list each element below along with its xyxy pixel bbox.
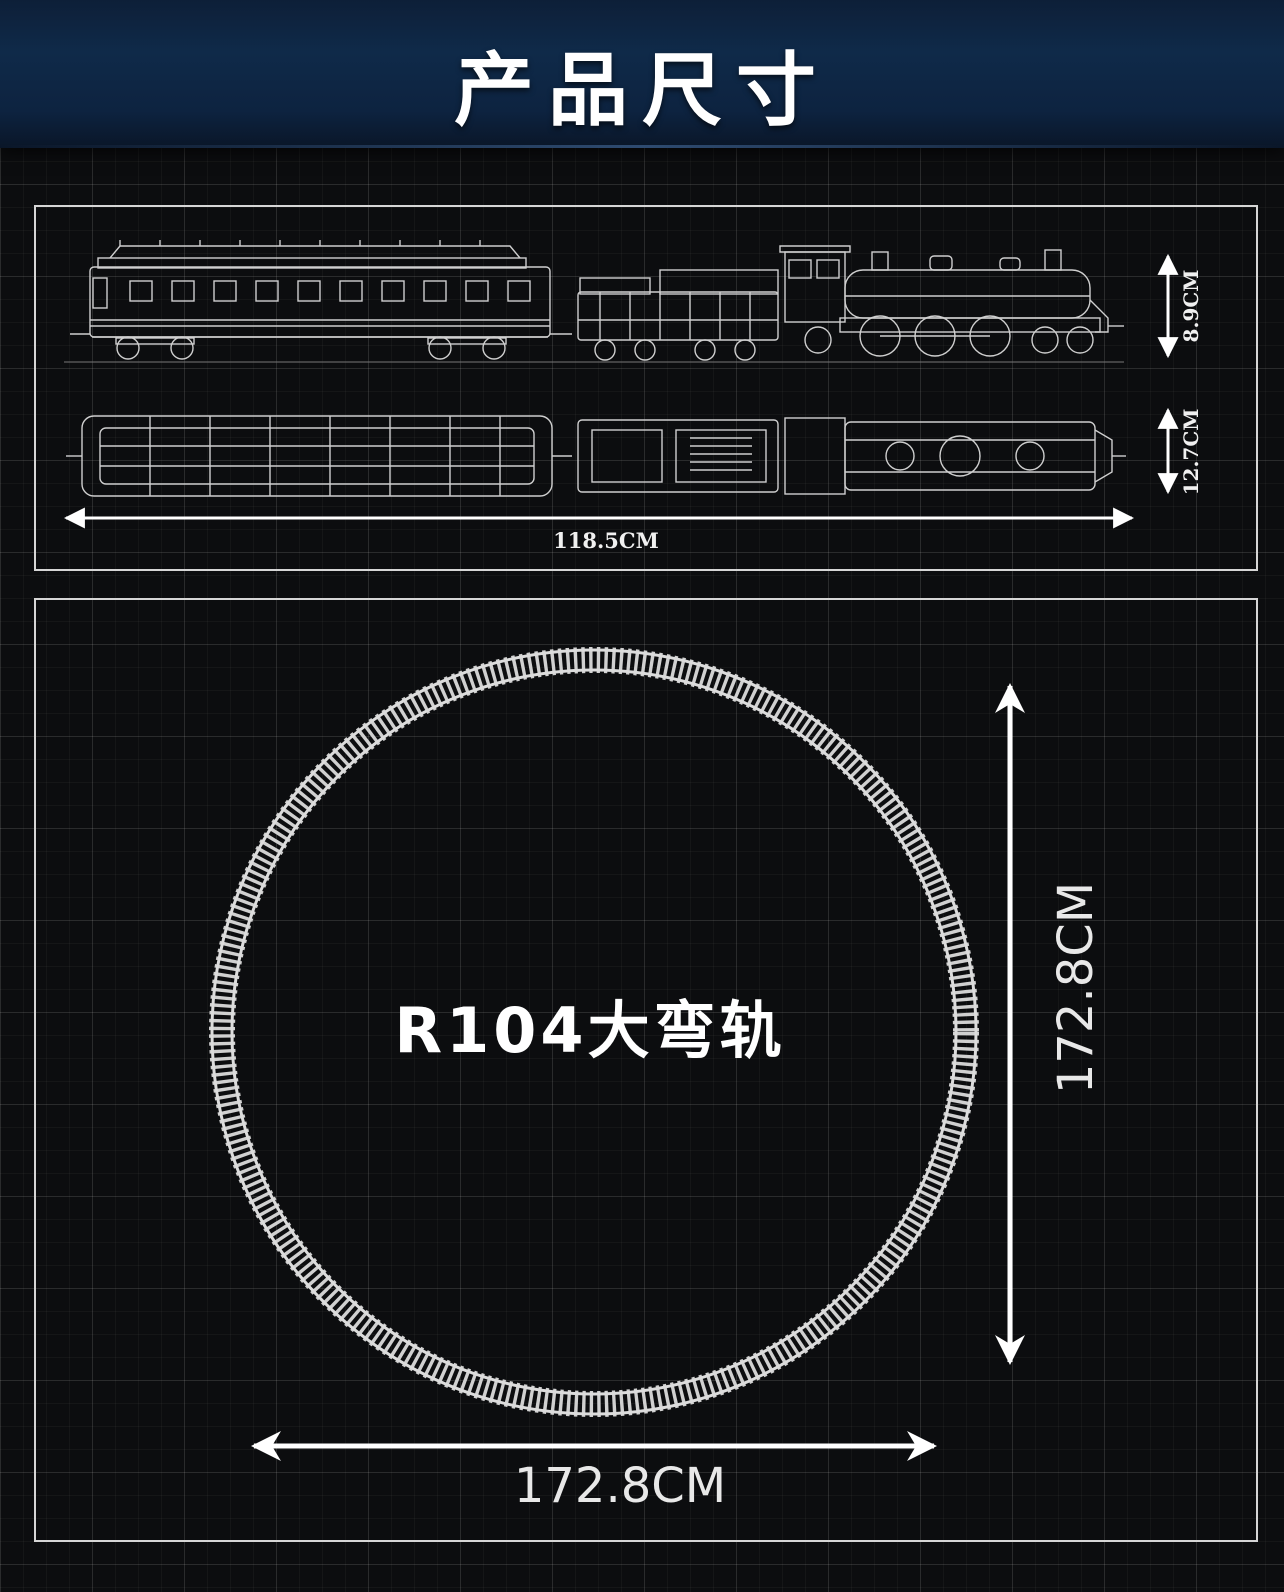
tender-top: [577, 419, 779, 493]
locomotive-side: [779, 245, 1124, 357]
header-banner: 产品尺寸: [0, 0, 1284, 148]
track-outer-rail: [210, 648, 978, 1416]
train-height-label: 8.9CM: [1179, 270, 1203, 343]
locomotive-top: [784, 417, 1126, 495]
track-dimensions-panel: [34, 598, 1258, 1542]
track-name-label: R104大弯轨: [394, 994, 786, 1067]
circular-track: [209, 647, 979, 1417]
carriage-side: [70, 240, 572, 360]
train-dimensions-panel: [34, 205, 1258, 571]
train-length-label: 118.5CM: [553, 528, 659, 553]
tender-side: [577, 269, 779, 361]
track-height-label: 172.8CM: [1048, 881, 1104, 1095]
header-divider: [0, 145, 1284, 148]
train-top-view: [66, 415, 1126, 497]
track-inner-rail: [230, 668, 958, 1396]
track-width-label: 172.8CM: [513, 1458, 727, 1514]
page-title: 产品尺寸: [454, 44, 830, 137]
train-side-view: [64, 240, 1124, 363]
carriage-top: [66, 415, 572, 497]
train-width-label: 12.7CM: [1179, 409, 1203, 496]
track-sleepers: [209, 647, 979, 1417]
